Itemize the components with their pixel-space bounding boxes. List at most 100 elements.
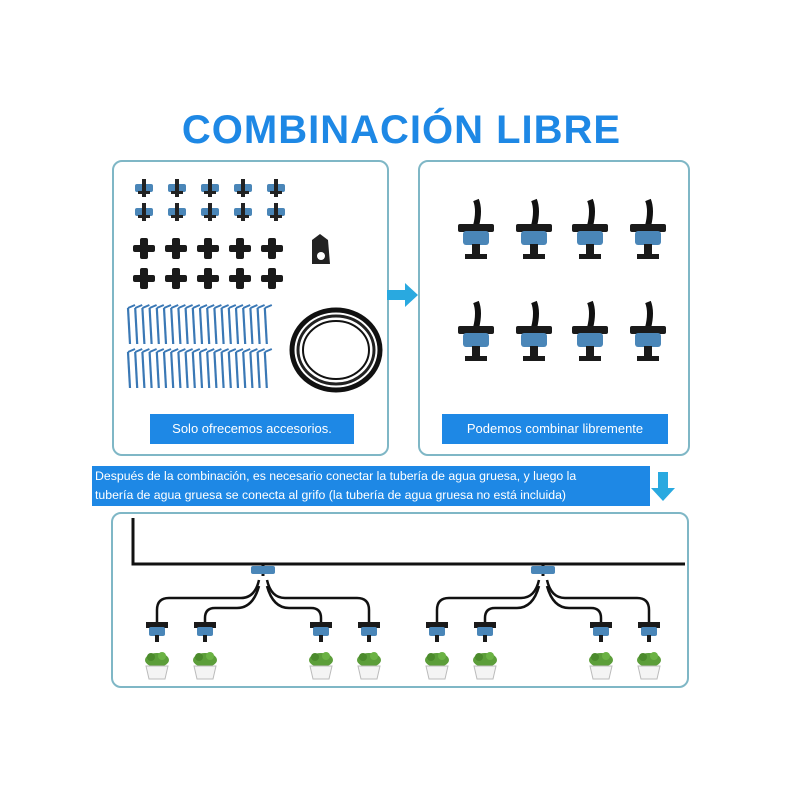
drip-stake-icon	[162, 304, 172, 345]
drip-stake-icon	[170, 304, 179, 345]
drip-stake-icon	[206, 348, 215, 389]
plant-pot-icon	[357, 652, 381, 680]
dripper-icon	[267, 179, 285, 197]
dripper-icon	[135, 179, 153, 197]
system-diagram-panel	[111, 512, 689, 688]
drip-stake-icon	[249, 348, 258, 389]
punch-tool-icon	[312, 234, 330, 264]
dripper-icon	[630, 300, 666, 361]
plant-pot-icon	[193, 652, 217, 680]
plant-pot-icon	[589, 652, 613, 680]
dripper-icon	[358, 622, 380, 642]
dripper-icon	[146, 622, 168, 642]
tee-connector-icon	[133, 268, 155, 289]
tee-connector-icon	[165, 238, 187, 259]
dripper-icon	[234, 179, 252, 197]
drip-stake-icon	[134, 348, 143, 389]
drip-stake-icon	[213, 348, 222, 389]
dripper-icon	[516, 198, 552, 259]
dripper-icon	[194, 622, 216, 642]
dripper-icon	[234, 203, 252, 221]
plant-pot-icon	[425, 652, 449, 680]
drip-stake-icon	[184, 348, 193, 389]
tee-connector-grid	[133, 238, 283, 289]
dripper-grid	[135, 179, 285, 221]
drip-stake-icon	[148, 304, 157, 345]
tee-connector-icon	[251, 566, 275, 574]
drip-stake-icon	[227, 348, 237, 389]
dripper-icon	[201, 179, 219, 197]
combined-caption: Podemos combinar libremente	[442, 414, 668, 444]
dripper-icon	[572, 300, 608, 361]
page-title: COMBINACIÓN LIBRE	[181, 108, 622, 152]
drip-stake-grid	[126, 304, 273, 389]
drip-stake-icon	[198, 304, 208, 345]
drip-stake-icon	[177, 304, 186, 345]
drip-stake-icon	[234, 304, 244, 345]
banner-line-2: tubería de agua gruesa se conecta al gri…	[95, 488, 567, 502]
drip-stake-icon	[148, 348, 157, 389]
tee-connector-icon	[165, 268, 187, 289]
drip-stake-icon	[256, 304, 265, 345]
hose-coil-icon	[289, 307, 383, 393]
dripper-icon	[168, 203, 186, 221]
drip-stake-icon	[220, 304, 229, 345]
dripper-icon	[168, 179, 186, 197]
plant-pot-icon	[145, 652, 169, 680]
drip-stake-icon	[249, 304, 258, 345]
combined-panel: Podemos combinar libremente	[418, 160, 690, 456]
irrigation-system-diagram	[131, 518, 685, 680]
plant-pot-icon	[309, 652, 333, 680]
drip-stake-icon	[213, 304, 222, 345]
drip-stake-icon	[263, 348, 273, 389]
tee-connector-icon	[229, 268, 251, 289]
tee-connector-icon	[261, 238, 283, 259]
accessories-caption: Solo ofrecemos accesorios.	[150, 414, 354, 444]
dripper-icon	[474, 622, 496, 642]
tee-connector-icon	[197, 238, 219, 259]
right-arrow-icon	[387, 283, 418, 307]
drip-stake-icon	[162, 348, 172, 389]
plant-pot-icon	[473, 652, 497, 680]
dripper-icon	[310, 622, 332, 642]
drip-stake-icon	[155, 304, 165, 345]
drip-stake-icon	[227, 304, 237, 345]
dripper-icon	[630, 198, 666, 259]
drip-stake-icon	[242, 348, 251, 389]
drip-stake-icon	[242, 304, 251, 345]
drip-stake-icon	[155, 348, 165, 389]
drip-stake-icon	[141, 348, 150, 389]
plant-pot-icon	[637, 652, 661, 680]
drip-stake-icon	[234, 348, 244, 389]
drip-stake-icon	[220, 348, 229, 389]
dripper-icon	[590, 622, 612, 642]
dripper-icon	[458, 198, 494, 259]
banner-line-1: Después de la combinación, es necesario …	[95, 469, 577, 483]
drip-stake-icon	[198, 348, 208, 389]
instruction-banner: Después de la combinación, es necesario …	[92, 466, 650, 506]
dripper-icon	[135, 203, 153, 221]
tee-connector-icon	[261, 268, 283, 289]
accessories-panel: Solo ofrecemos accesorios.	[112, 160, 389, 456]
accessories-illustration	[126, 179, 383, 393]
down-arrow-icon	[651, 472, 675, 501]
drip-stake-icon	[126, 304, 136, 345]
dripper-icon	[638, 622, 660, 642]
tee-connector-icon	[531, 566, 555, 574]
drip-stake-icon	[263, 304, 273, 345]
drip-stake-icon	[184, 304, 193, 345]
dripper-icon	[267, 203, 285, 221]
drip-stake-icon	[126, 348, 136, 389]
combined-drippers-illustration	[458, 198, 666, 361]
drip-stake-icon	[177, 348, 186, 389]
dripper-icon	[201, 203, 219, 221]
dripper-icon	[426, 622, 448, 642]
drip-stake-icon	[134, 304, 143, 345]
drip-stake-icon	[170, 348, 179, 389]
drip-stake-icon	[141, 304, 150, 345]
drip-stake-icon	[256, 348, 265, 389]
dripper-icon	[516, 300, 552, 361]
drip-stake-icon	[191, 348, 201, 389]
tee-connector-icon	[229, 238, 251, 259]
drip-stake-icon	[191, 304, 201, 345]
